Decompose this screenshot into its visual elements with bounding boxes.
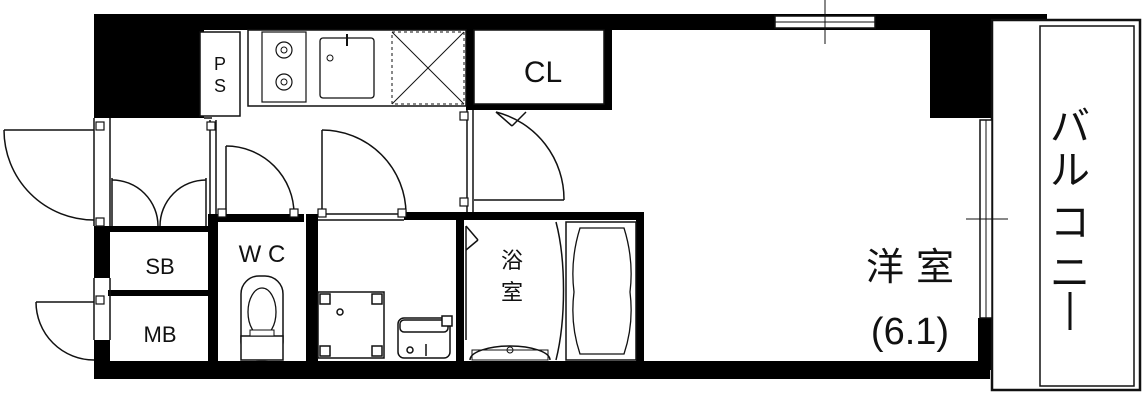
bathroom: 浴 室	[469, 221, 637, 361]
ps-shaft: P S	[199, 31, 241, 117]
bath-label-2: 室	[501, 281, 523, 306]
bathtub-icon	[565, 221, 637, 361]
balcony-char-4: ニ	[1050, 250, 1090, 296]
ps-label-s: S	[214, 76, 226, 96]
balcony-char-2: ル	[1050, 148, 1090, 194]
toilet-label: W C	[239, 241, 286, 268]
balcony	[966, 18, 1142, 392]
shoe-box-label: SB	[145, 254, 174, 279]
kitchen-counter	[247, 29, 467, 107]
stove-burner-bottom-icon	[275, 73, 293, 91]
door-jamb-marks	[95, 111, 469, 305]
closet-label: CL	[524, 56, 562, 89]
balcony-label: バ ル コ ニ	[1050, 104, 1090, 330]
meter-box-label: MB	[144, 322, 177, 347]
western-room-label: 洋 室	[866, 245, 954, 289]
bath-label-1: 浴	[501, 249, 523, 274]
doors	[3, 111, 565, 361]
closet: CL	[473, 29, 605, 105]
fridge-space	[391, 31, 465, 105]
thin-partitions	[93, 110, 474, 340]
interior-walls	[108, 30, 644, 364]
balcony-char-1: バ	[1050, 104, 1090, 150]
western-room-size: (6.1)	[871, 311, 949, 353]
top-window	[774, 0, 876, 44]
stove-burner-top-icon	[275, 41, 293, 59]
washroom	[317, 291, 453, 359]
balcony-char-3: コ	[1050, 200, 1090, 246]
ps-label-p: P	[214, 54, 226, 74]
toilet-room: W C	[239, 241, 286, 361]
